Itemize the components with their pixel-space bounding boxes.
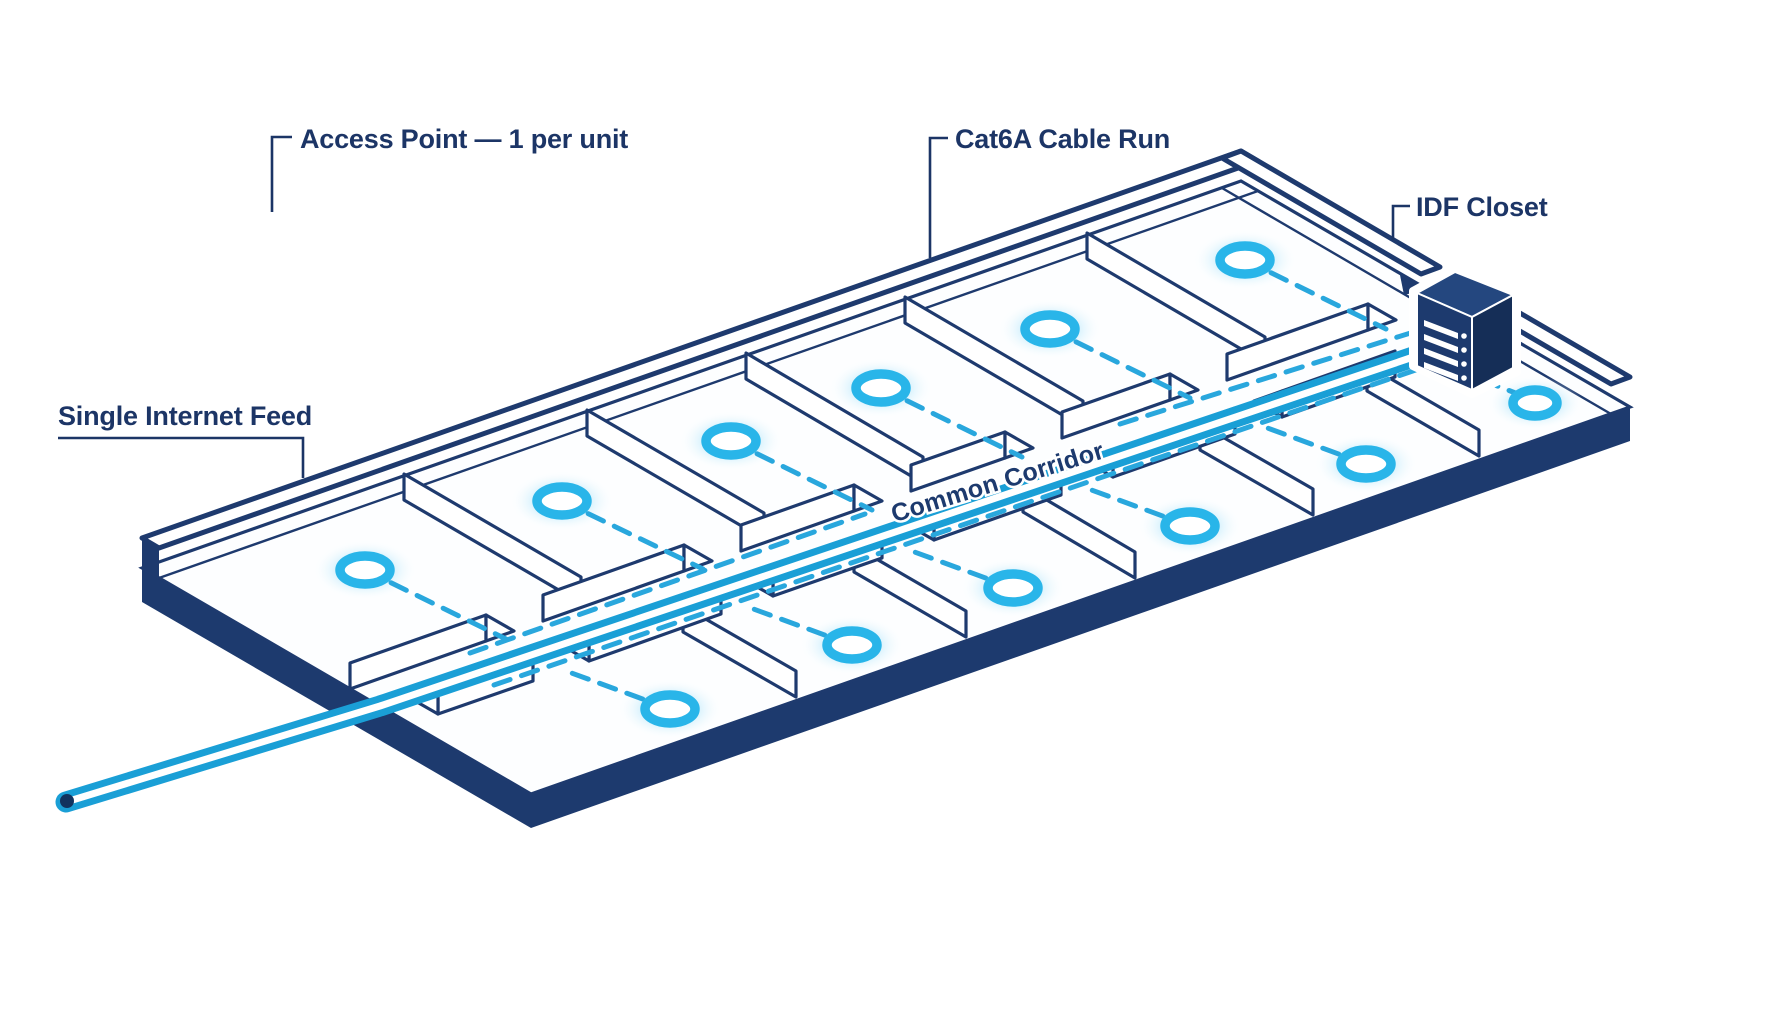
access-point-ring <box>822 626 882 664</box>
internet-feed-cable <box>55 341 1439 813</box>
leader-line <box>58 436 305 478</box>
callout-cable-run: Cat6A Cable Run <box>928 124 1170 258</box>
slab-side-left <box>142 568 531 828</box>
parapet-end-cap <box>142 538 159 578</box>
callout-internet-feed: Single Internet Feed <box>58 401 312 478</box>
access-point-rings <box>335 241 1562 728</box>
internet-feed-label: Single Internet Feed <box>58 401 312 431</box>
cable-run-label: Cat6A Cable Run <box>955 124 1170 154</box>
access-point-ring <box>1215 241 1275 279</box>
access-point-ring <box>532 482 592 520</box>
access-point-ring <box>335 551 395 589</box>
leader-line <box>1391 204 1410 240</box>
callout-idf-closet: IDF Closet <box>1391 192 1548 240</box>
unit-partition-walls <box>402 231 1481 699</box>
corridor-trunk-dashed-lines <box>467 327 1448 688</box>
access-point-ring <box>983 569 1043 607</box>
access-point-ring <box>851 369 911 407</box>
access-point-ring <box>1160 507 1220 545</box>
access-points <box>313 230 1583 739</box>
cable-end-cap <box>60 794 74 808</box>
access-point-label: Access Point — 1 per unit <box>300 124 628 154</box>
slab-side-right <box>531 407 1630 828</box>
access-point-ring <box>1336 445 1396 483</box>
idf-closet-label: IDF Closet <box>1416 192 1548 222</box>
idf-switch-icon <box>1400 264 1521 398</box>
perimeter-parapet-walls <box>139 148 1633 580</box>
access-point-ring <box>1020 310 1080 348</box>
access-point-ring <box>701 422 761 460</box>
access-point-ring <box>640 690 700 728</box>
callout-access-point: Access Point — 1 per unit <box>270 124 628 212</box>
parapet-back-right-a <box>1219 148 1443 277</box>
leader-line <box>270 135 292 212</box>
rack-slot-bars <box>1424 320 1467 381</box>
access-point-ring <box>1508 385 1562 421</box>
leader-line <box>928 136 948 258</box>
